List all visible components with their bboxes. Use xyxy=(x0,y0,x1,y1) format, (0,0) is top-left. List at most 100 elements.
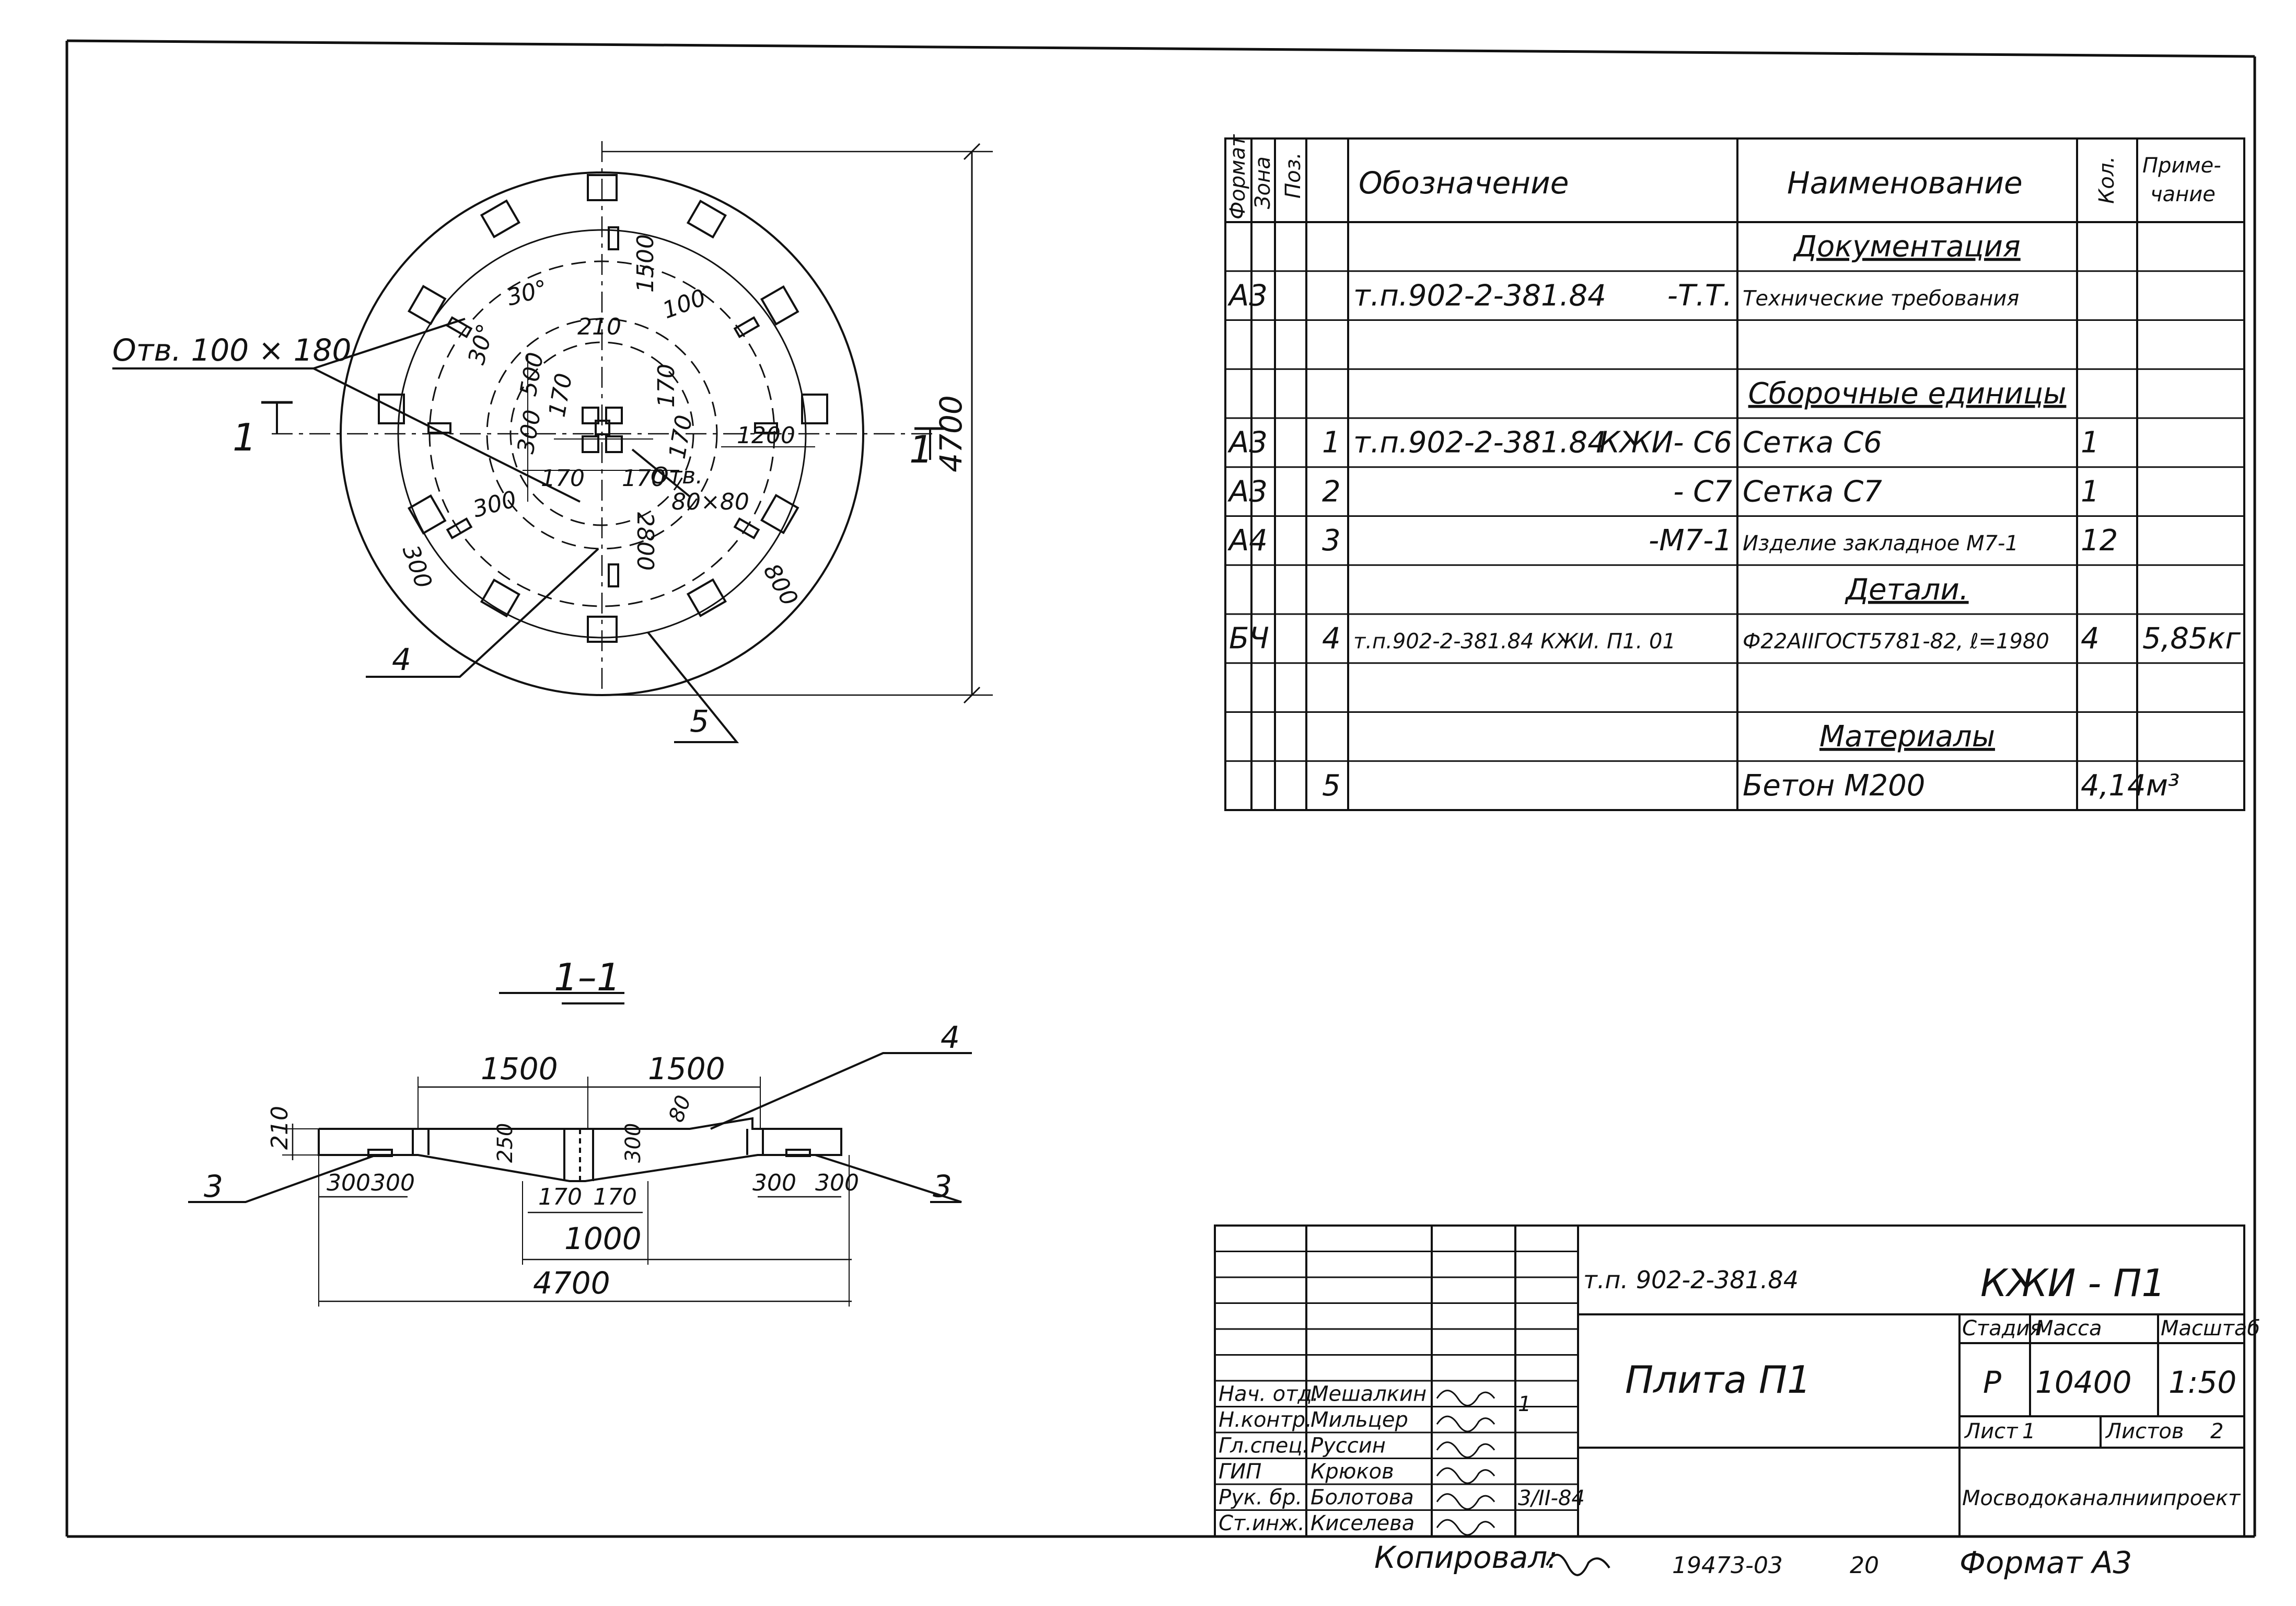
tb-staff-role: Нач. отд. xyxy=(1219,1382,1319,1406)
footer-signature xyxy=(1547,1555,1609,1575)
spec-header-name: Наименование xyxy=(1787,165,2023,201)
tb-org: Мосводоканалниипроект xyxy=(1962,1486,2241,1510)
footer-copied: Копировал: xyxy=(1374,1540,1558,1575)
dim-1500: 1500 xyxy=(632,234,659,293)
tb-stage-header: Стадия xyxy=(1962,1316,2042,1341)
spec-cell-pos: 1 xyxy=(1322,426,1341,460)
tb-staff-name: Болотова xyxy=(1311,1486,1414,1510)
tb-mark: КЖИ - П1 xyxy=(1980,1261,2165,1305)
spec-cell-qty: 1 xyxy=(2081,426,2100,460)
opening-b-label-1: Отв. xyxy=(651,463,703,489)
plan-pos5-label: 5 xyxy=(690,703,709,739)
tb-code: т.п. 902-2-381.84 xyxy=(1583,1266,1799,1294)
opening-a-label: Отв. 100 × 180 xyxy=(112,332,351,368)
section-pos4: 4 xyxy=(941,1020,960,1055)
section-dim-1000: 1000 xyxy=(564,1221,642,1256)
spec-cell-suffix: -Т.Т. xyxy=(1667,279,1732,313)
tb-staff-name: Руссин xyxy=(1311,1434,1386,1458)
tb-staff-signature xyxy=(1437,1494,1494,1509)
section-dim-h210: 210 xyxy=(266,1106,293,1150)
tb-name: Плита П1 xyxy=(1625,1358,1811,1402)
spec-cell-name: Бетон М200 xyxy=(1743,769,1925,803)
opening-b-label-2: 80×80 xyxy=(671,489,749,515)
section-dim-h300: 300 xyxy=(621,1123,645,1163)
dim-170-c: 170 xyxy=(653,364,680,408)
tb-staff-name: Мильцер xyxy=(1311,1408,1408,1432)
spec-header-note-2: чание xyxy=(2150,182,2216,206)
spec-cell-qty: 4,14м³ xyxy=(2081,769,2179,803)
tb-mass: 10400 xyxy=(2035,1365,2132,1400)
spec-cell-qty: 1 xyxy=(2081,475,2100,509)
spec-cell-note: 5,85кг xyxy=(2142,622,2241,656)
spec-cell-designation: т.п.902-2-381.84 КЖИ. П1. 01 xyxy=(1353,630,1676,654)
tb-staff-name: Мешалкин xyxy=(1311,1382,1427,1406)
section-dim-4700: 4700 xyxy=(533,1265,610,1301)
spec-cell-suffix: КЖИ- С6 xyxy=(1599,426,1732,460)
section-dim-c170b: 170 xyxy=(593,1184,637,1210)
section-dim-l1500: 1500 xyxy=(481,1051,558,1087)
spec-cell-designation: т.п.902-2-381.84 xyxy=(1353,426,1606,460)
embedded-items xyxy=(379,175,827,642)
section-dim-b300: 300 xyxy=(371,1170,415,1196)
plan-pos4-label: 4 xyxy=(392,642,411,677)
tb-staff-role: Рук. бр. xyxy=(1219,1486,1302,1510)
section-mark-right: 1 xyxy=(909,428,933,471)
tb-sheets-header: Листов xyxy=(2105,1419,2184,1443)
tb-staff-signature xyxy=(1437,1468,1494,1483)
spec-cell-name: Технические требования xyxy=(1743,286,2019,310)
dim-210: 210 xyxy=(577,314,621,340)
spec-header-zone: Зона xyxy=(1251,156,1275,209)
spec-header-qty: Кол. xyxy=(2095,156,2119,204)
section-mark-left: 1 xyxy=(233,415,257,459)
tb-staff-signature xyxy=(1437,1391,1494,1406)
spec-cell-qty: 12 xyxy=(2081,524,2118,558)
tb-sheets: 2 xyxy=(2210,1419,2223,1443)
footer-page: 20 xyxy=(1850,1552,1879,1579)
spec-header-designation: Обозначение xyxy=(1359,165,1569,201)
spec-cell-name: Сборочные единицы xyxy=(1748,377,2067,411)
section-dim-c170a: 170 xyxy=(538,1184,582,1210)
section-dim-r1500: 1500 xyxy=(648,1051,725,1087)
spec-cell-name: Детали. xyxy=(1844,573,1968,607)
section-dim-a300: 300 xyxy=(327,1170,370,1196)
tb-mass-header: Масса xyxy=(2035,1316,2102,1341)
spec-cell-pos: 5 xyxy=(1322,769,1341,803)
spec-cell-format: А3 xyxy=(1227,279,1268,313)
tb-staff-signature xyxy=(1437,1520,1494,1535)
spec-cell-name: Документация xyxy=(1792,230,2020,264)
tb-sheet: 1 xyxy=(2022,1419,2035,1443)
tb-staff-signature xyxy=(1437,1416,1494,1431)
tb-staff-role: Н.контр. xyxy=(1219,1408,1312,1432)
section-title: 1–1 xyxy=(554,955,621,999)
section-dim-c300: 300 xyxy=(752,1170,796,1196)
tb-stage: Р xyxy=(1983,1365,2001,1400)
tb-scale: 1:50 xyxy=(2169,1365,2236,1400)
spec-header-pos: Поз. xyxy=(1281,152,1305,199)
section-pos3-right: 3 xyxy=(933,1169,952,1204)
spec-cell-qty: 4 xyxy=(2081,622,2100,656)
tb-rev-mark: 1 xyxy=(1518,1392,1531,1416)
spec-cell-name: Материалы xyxy=(1819,720,1995,754)
tb-staff-role: ГИП xyxy=(1219,1460,1261,1484)
section-pos3-left: 3 xyxy=(204,1169,223,1204)
dim-170-b: 170 xyxy=(622,465,666,492)
dim-2800: 2800 xyxy=(632,512,658,571)
tb-staff-role: Ст.инж. xyxy=(1219,1511,1305,1535)
spec-cell-name: Сетка С7 xyxy=(1743,475,1882,509)
spec-cell-name: Сетка С6 xyxy=(1743,426,1882,460)
spec-cell-pos: 3 xyxy=(1322,524,1341,558)
dim-170-a: 170 xyxy=(541,465,585,492)
spec-cell-name: Изделие закладное М7-1 xyxy=(1743,532,2019,556)
footer-number: 19473-03 xyxy=(1672,1552,1783,1579)
tb-scale-header: Масштаб xyxy=(2161,1316,2260,1341)
tb-staff-signature xyxy=(1437,1442,1494,1458)
spec-header-note-1: Приме- xyxy=(2142,154,2221,178)
tb-staff-name: Киселева xyxy=(1311,1511,1414,1535)
spec-cell-suffix: -М7-1 xyxy=(1649,524,1732,558)
tb-sheet-header: Лист xyxy=(1964,1419,2019,1443)
spec-cell-pos: 4 xyxy=(1322,622,1341,656)
